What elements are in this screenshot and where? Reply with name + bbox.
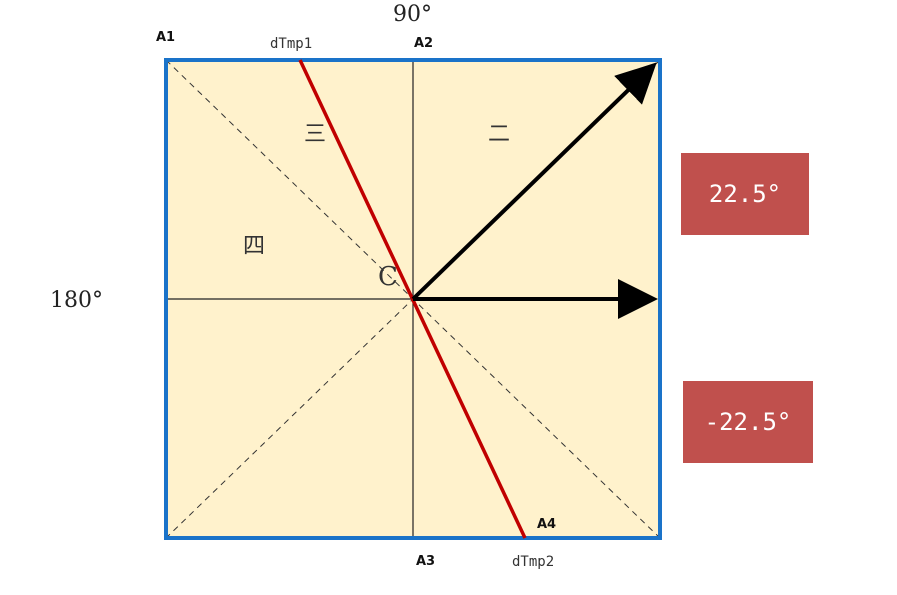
badge-positive-angle: 22.5° bbox=[681, 153, 809, 235]
dtmp1-label: dTmp1 bbox=[270, 36, 313, 52]
badge-positive-angle-text: 22.5° bbox=[708, 180, 782, 208]
center-c-label: C bbox=[378, 262, 398, 292]
badge-negative-angle: -22.5° bbox=[683, 381, 813, 463]
angle-90-label: 90° bbox=[393, 2, 432, 27]
red-line-dtmp bbox=[298, 59, 527, 539]
square-border bbox=[164, 58, 662, 540]
angle-180-label: 180° bbox=[50, 288, 103, 313]
dtmp2-label: dTmp2 bbox=[512, 554, 555, 570]
corner-a2-label: A2 bbox=[414, 36, 434, 51]
badge-negative-angle-text: -22.5° bbox=[704, 408, 792, 436]
arrow-diagonal bbox=[411, 62, 657, 301]
region-two-label: 二 bbox=[488, 122, 511, 147]
corner-a3-label: A3 bbox=[416, 554, 436, 569]
region-three-label: 三 bbox=[304, 122, 327, 147]
region-four-label: 四 bbox=[243, 234, 266, 259]
corner-a4-label: A4 bbox=[537, 517, 557, 532]
corner-a1-label: A1 bbox=[156, 30, 176, 45]
